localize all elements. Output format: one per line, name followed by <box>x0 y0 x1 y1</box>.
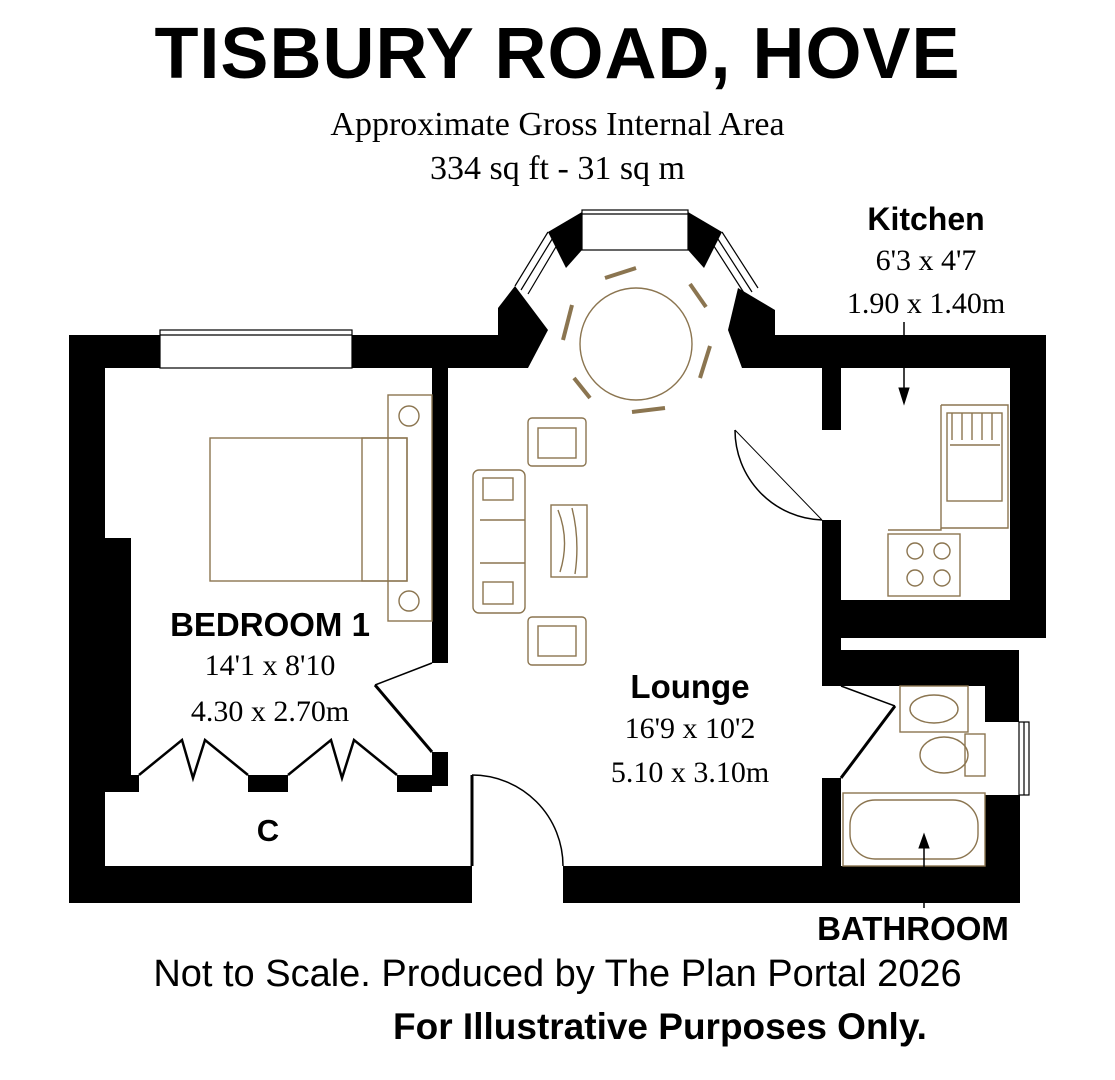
bed <box>209 437 408 582</box>
bath <box>842 792 986 867</box>
footer-disclaimer: Not to Scale. Produced by The Plan Porta… <box>153 953 962 995</box>
doors <box>138 429 897 867</box>
lounge-imperial: 16'9 x 10'2 <box>624 712 756 745</box>
cupboard-label: C <box>256 813 280 848</box>
lounge-label: Lounge <box>630 668 750 705</box>
furniture <box>209 266 1009 867</box>
walls <box>69 212 1046 903</box>
coffee-table <box>550 504 588 578</box>
windows <box>159 209 1030 796</box>
bedroom-label: BEDROOM 1 <box>170 606 370 643</box>
kitchen-label: Kitchen <box>867 201 985 237</box>
kitchen-worktop <box>940 404 1009 529</box>
bedroom-metric: 4.30 x 2.70m <box>190 695 350 728</box>
area-label: Approximate Gross Internal Area <box>330 106 785 143</box>
sink <box>946 412 1003 502</box>
area-value: 334 sq ft - 31 sq m <box>430 150 685 187</box>
plan-title: TISBURY ROAD, HOVE <box>154 14 961 94</box>
hob <box>887 533 961 597</box>
lounge-metric: 5.10 x 3.10m <box>610 756 770 789</box>
basin <box>899 685 969 733</box>
arrows <box>898 322 930 908</box>
dining-table <box>579 287 693 401</box>
armchair <box>527 616 587 666</box>
armchair <box>527 417 587 467</box>
bathroom-label: BATHROOM <box>817 910 1009 947</box>
kitchen-imperial: 6'3 x 4'7 <box>875 244 977 277</box>
sofa <box>472 469 526 614</box>
footer-illustrative: For Illustrative Purposes Only. <box>393 1006 927 1047</box>
toilet-cistern <box>964 733 986 777</box>
bedroom-imperial: 14'1 x 8'10 <box>204 649 336 682</box>
toilet <box>919 736 969 774</box>
kitchen-metric: 1.90 x 1.40m <box>846 287 1006 320</box>
